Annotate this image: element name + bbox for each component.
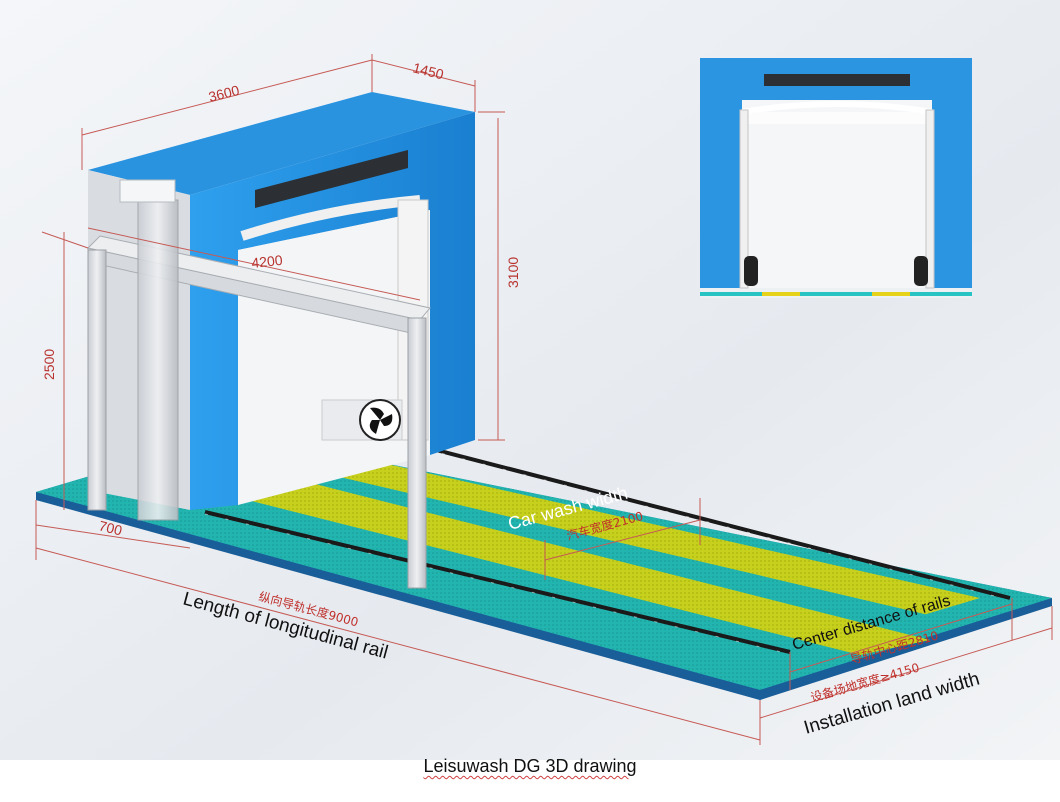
dim-frame-width: 3600 xyxy=(207,82,241,105)
dim-frame-height: 3100 xyxy=(505,257,521,288)
diagram-canvas: 3600 1450 4200 3100 2500 700 纵向导轨长度9000 … xyxy=(0,0,1060,760)
dimension-lines xyxy=(35,54,1053,745)
dim-frame-depth: 1450 xyxy=(411,59,445,82)
caption-text: Leisuwash DG 3D drawing xyxy=(423,756,637,776)
dim-gantry-height: 2500 xyxy=(41,349,57,380)
figure-caption: Leisuwash DG 3D drawing xyxy=(0,756,1060,777)
dim-inner-span: 4200 xyxy=(251,252,284,271)
dim-offset: 700 xyxy=(97,517,124,538)
wheel-stripes xyxy=(200,442,980,655)
front-gantry xyxy=(86,179,431,589)
inset-front-view xyxy=(700,58,972,298)
